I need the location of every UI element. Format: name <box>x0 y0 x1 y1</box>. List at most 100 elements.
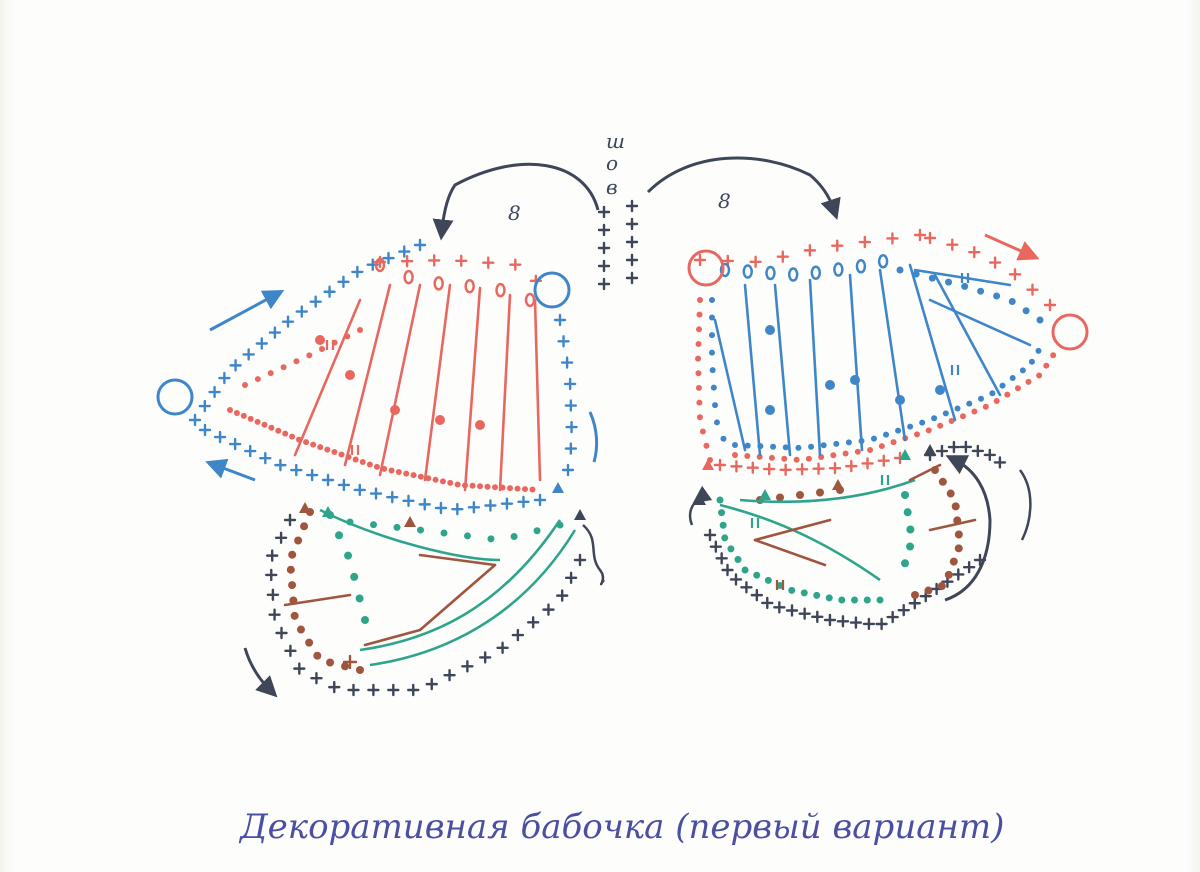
chain-dot <box>855 449 861 455</box>
ring-stitch <box>744 266 752 278</box>
plus-stitch <box>778 252 788 262</box>
chain-dot <box>326 659 334 667</box>
chain-dot <box>938 582 946 590</box>
right-arc-label: 8 <box>718 189 731 213</box>
plus-stitch <box>860 237 870 247</box>
chain-dot <box>904 508 912 516</box>
left-wing-loop-ring <box>158 380 192 414</box>
chain-dot <box>897 267 904 274</box>
chain-dot <box>294 536 302 544</box>
plus-stitch <box>937 446 947 456</box>
plus-stitch <box>555 315 565 325</box>
chain-dot <box>287 566 295 574</box>
plus-stitch <box>879 456 889 466</box>
plus-stitch <box>830 463 840 473</box>
chain-dot <box>282 431 288 437</box>
chain-dot <box>871 436 877 442</box>
chain-dot <box>717 497 724 504</box>
chain-dot <box>846 439 852 445</box>
chain-dot <box>1009 298 1016 305</box>
chain-dot <box>464 532 471 539</box>
chain-dot <box>769 455 775 461</box>
plus-stitch <box>266 570 276 580</box>
chain-dot <box>955 544 963 552</box>
connecting-arcs: 8 8 <box>442 158 834 230</box>
chain-dot <box>485 484 491 490</box>
chain-dot <box>989 390 995 396</box>
chain-dot <box>813 592 820 599</box>
post-stitch <box>715 320 745 450</box>
chain-dot <box>1000 383 1006 389</box>
plus-stitch <box>528 617 538 627</box>
chain-dot <box>403 471 409 477</box>
chain-dot <box>360 459 366 465</box>
plus-stitch <box>452 504 462 514</box>
plus-stitch <box>388 685 398 695</box>
chain-dot <box>700 429 706 435</box>
plus-stitch <box>348 685 358 695</box>
seam: ш о в <box>599 129 637 289</box>
plus-stitch <box>627 273 637 283</box>
plus-stitch <box>510 260 520 270</box>
plus-stitch <box>285 646 295 656</box>
plus-stitch <box>429 255 439 265</box>
chain-dot <box>955 406 961 412</box>
plus-stitch <box>563 465 573 475</box>
chain-dot <box>825 380 835 390</box>
chain-dot <box>268 425 274 431</box>
plus-stitch <box>270 328 280 338</box>
chain-dot <box>765 577 772 584</box>
plus-stitch <box>436 503 446 513</box>
plus-stitch <box>480 652 490 662</box>
post-stitch <box>755 520 830 540</box>
chain-dot <box>241 413 247 419</box>
triangle-marker <box>404 516 416 527</box>
left-arc-label: 8 <box>508 201 521 225</box>
post-stitch <box>425 285 450 480</box>
post-stitch <box>810 280 820 455</box>
chain-dot <box>883 432 889 438</box>
plus-stitch <box>741 582 751 592</box>
caption: Декоративная бабочка (первый вариант) <box>238 807 1004 847</box>
left-lower-squiggle <box>583 525 604 584</box>
plus-stitch <box>275 460 285 470</box>
chain-dot <box>808 444 814 450</box>
chain-dot <box>447 480 453 486</box>
chain-dot <box>993 292 1000 299</box>
plus-stitch <box>575 555 585 565</box>
chain-dot <box>742 567 749 574</box>
triangle-marker <box>574 509 586 520</box>
plus-stitch <box>627 201 637 211</box>
chain-dot <box>455 481 461 487</box>
plus-stitch <box>985 450 995 460</box>
plus-stitch <box>705 530 715 540</box>
post-stitch <box>380 285 420 475</box>
plus-stitch <box>877 619 887 629</box>
double-stitch-mark <box>952 365 958 375</box>
right-lower-wing-stitches <box>694 442 1005 629</box>
chain-dot <box>966 401 972 407</box>
post-stitch <box>910 265 955 420</box>
chain-dot <box>293 358 299 364</box>
chain-dot <box>1043 363 1049 369</box>
plus-stitch <box>565 379 575 389</box>
right-lower-wing <box>690 442 1030 629</box>
chain-dot <box>440 478 446 484</box>
plus-stitch <box>557 591 567 601</box>
triangle-marker <box>832 479 844 490</box>
plus-stitch <box>990 258 1000 268</box>
chain-dot <box>350 573 358 581</box>
chain-dot <box>370 521 377 528</box>
chain-dot <box>248 416 254 422</box>
plus-stitch <box>283 317 293 327</box>
plus-stitch <box>307 470 317 480</box>
chain-dot <box>357 327 363 333</box>
chain-dot <box>324 447 330 453</box>
chain-dot <box>732 452 738 458</box>
plus-stitch <box>445 670 455 680</box>
chain-dot <box>268 370 274 376</box>
post-stitch <box>745 285 760 455</box>
right-upper-wing <box>689 230 1087 475</box>
chain-dot <box>901 559 909 567</box>
right-wing-tip-ring <box>1053 315 1087 349</box>
